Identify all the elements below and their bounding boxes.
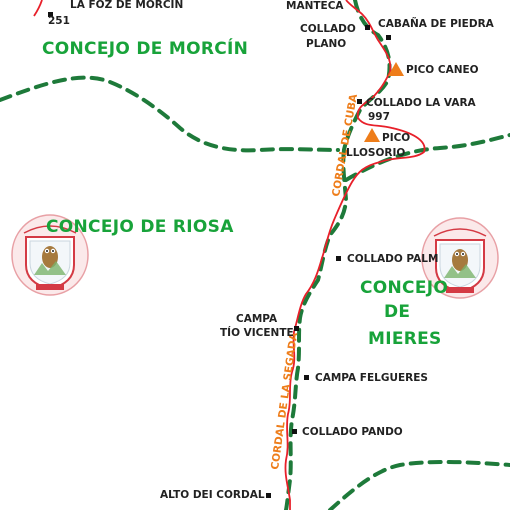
place-campa-felgueres: CAMPA FELGUERES: [315, 372, 428, 384]
place-collado-vara-alt: 997: [368, 111, 390, 123]
place-pico-caneo: PICO CANEO: [406, 64, 479, 76]
region-mieres-line1: CONCEJO: [360, 278, 448, 298]
place-collado-plano-1: COLLADO: [300, 23, 356, 35]
place-collado-vara: COLLADO LA VARA: [366, 97, 477, 109]
club-emblem-icon: [421, 217, 499, 299]
border-mieres-east: [344, 133, 510, 182]
place-manteca: MANTECA: [286, 0, 344, 12]
point-marker-icon: [386, 35, 391, 40]
border-mieres-south: [328, 459, 510, 510]
point-markers: [48, 12, 391, 498]
region-mieres-line2: DE: [384, 302, 410, 322]
place-cabana: CABAÑA DE PIEDRA: [378, 17, 495, 30]
point-marker-icon: [292, 429, 297, 434]
place-pico-llosorio-2: LLOSORIO: [346, 147, 405, 159]
place-campa-tio-1: CAMPA: [236, 313, 278, 325]
point-marker-icon: [294, 326, 299, 331]
club-emblem-icon: [11, 214, 89, 296]
route-line: [284, 0, 426, 510]
region-mieres-line3: MIERES: [368, 329, 442, 349]
place-collado-plano-2: PLANO: [306, 38, 346, 50]
point-marker-icon: [48, 12, 53, 17]
point-marker-icon: [357, 99, 362, 104]
ridge-segada: CORDAL DE LA SEGADA: [269, 331, 300, 470]
region-morcin: CONCEJO DE MORCÍN: [42, 37, 248, 59]
place-campa-tio-2: TÍO VICENTE: [220, 326, 294, 339]
place-collado-palm: COLLADO PALM: [347, 253, 438, 265]
point-marker-icon: [266, 493, 271, 498]
place-pico-llosorio-1: PICO: [382, 132, 410, 144]
border-main-south: [284, 148, 349, 510]
border-morcin-riosa: [0, 75, 340, 153]
point-marker-icon: [336, 256, 341, 261]
point-marker-icon: [304, 375, 309, 380]
place-alto-cordal: ALTO DEI CORDAL: [160, 489, 265, 501]
place-collado-pando: COLLADO PANDO: [302, 426, 403, 438]
point-marker-icon: [365, 25, 370, 30]
route-line-top: [33, 0, 43, 17]
place-foz-alt: 251: [48, 15, 70, 27]
region-riosa: CONCEJO DE RIOSA: [46, 217, 234, 237]
peak-triangle-icon: [388, 62, 404, 76]
peak-triangle-icon: [364, 128, 380, 142]
place-foz: LA FOZ DE MORCÍN: [70, 0, 183, 11]
